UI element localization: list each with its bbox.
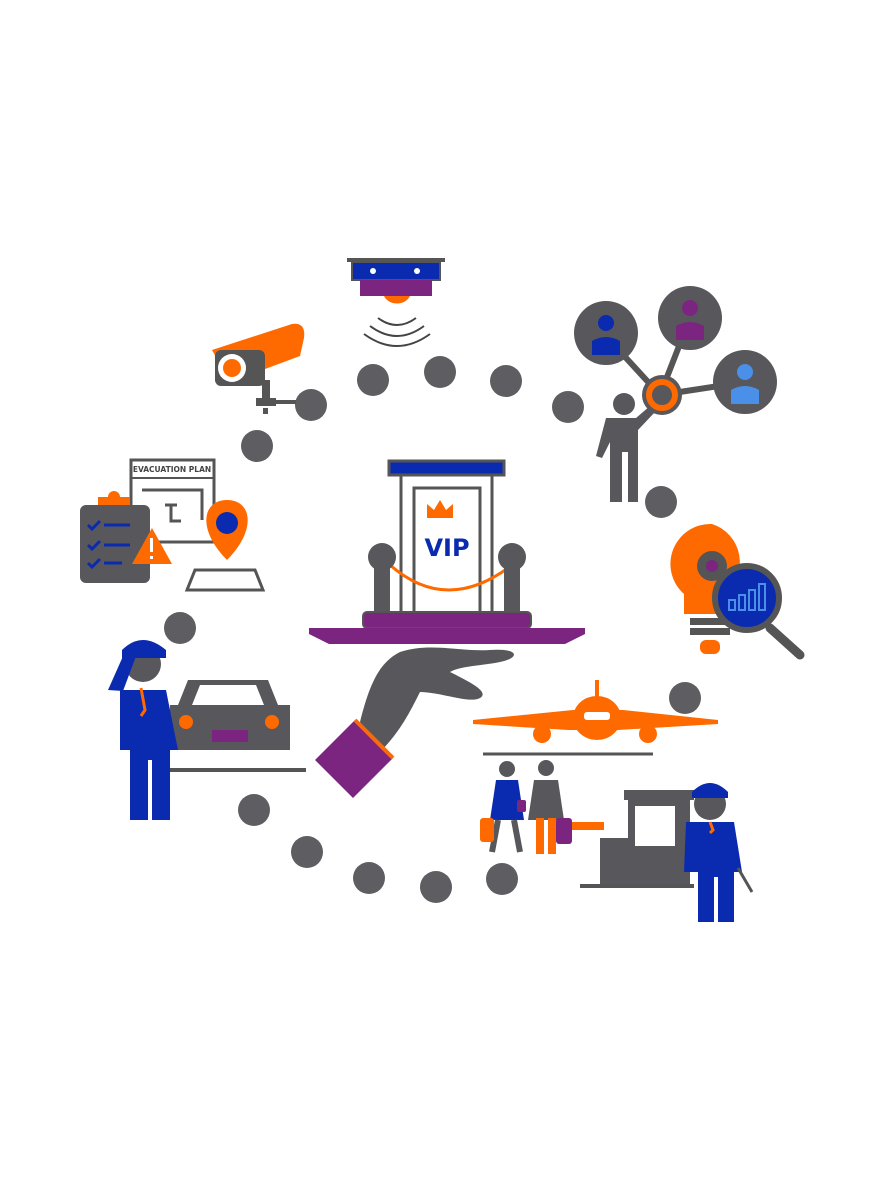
vip-stand-icon: VIP bbox=[309, 459, 585, 644]
connector-dot bbox=[486, 863, 518, 895]
connector-dot bbox=[357, 364, 389, 396]
connector-dots bbox=[164, 356, 701, 903]
vip-service-hand-icon bbox=[315, 647, 514, 798]
sensor-icon bbox=[347, 258, 445, 347]
connector-dot bbox=[291, 836, 323, 868]
connector-dot bbox=[353, 862, 385, 894]
vip-label: VIP bbox=[424, 534, 469, 562]
airport-travel-icon bbox=[473, 680, 718, 854]
connector-dot bbox=[295, 389, 327, 421]
cctv-camera-icon bbox=[212, 323, 305, 414]
evacuation-plan-title: EVACUATION PLAN bbox=[133, 465, 211, 474]
evacuation-plan-icon: EVACUATION PLAN bbox=[80, 458, 266, 592]
network-people-icon bbox=[574, 286, 777, 502]
connector-dot bbox=[164, 612, 196, 644]
connector-dot bbox=[645, 486, 677, 518]
connector-dot bbox=[490, 365, 522, 397]
security-guard-icon bbox=[572, 783, 754, 922]
connector-dot bbox=[424, 356, 456, 388]
chauffeur-car-icon bbox=[108, 640, 306, 820]
connector-dot bbox=[552, 391, 584, 423]
connector-dot bbox=[241, 430, 273, 462]
connector-dot bbox=[238, 794, 270, 826]
connector-dot bbox=[669, 682, 701, 714]
connector-dot bbox=[420, 871, 452, 903]
idea-analytics-icon bbox=[670, 523, 805, 660]
